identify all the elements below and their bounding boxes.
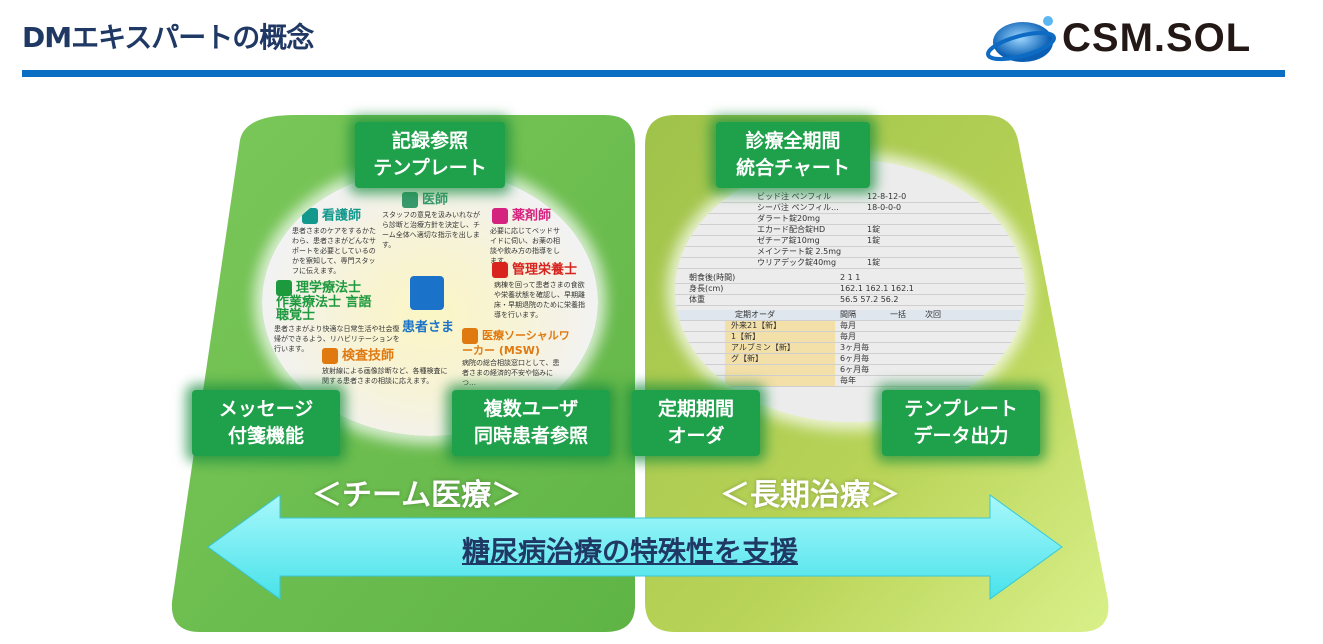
order-row: 外来21【新】毎月 (675, 321, 1025, 332)
logo-text: CSM.SOL (1062, 16, 1252, 60)
lab-tech-icon (322, 348, 338, 364)
team-care-illustration: 医師 スタッフの意見を汲みいれながら診断と治療方針を決定し、チーム全体へ適切な指… (262, 168, 598, 436)
chart-row: シーバ注 ペンフィル...18-0-0-0 (675, 203, 1025, 214)
chart-row: 朝食後(時間)2 1 1 (675, 273, 1025, 284)
role-desc: 放射線による画像診断など、各種検査に関する患者さまの相談に応えます。 (322, 367, 448, 385)
role-desc: 患者さまがより快適な日常生活や社会復帰ができるよう、リハビリテーションを行います… (274, 325, 400, 353)
order-row: 毎年 (675, 376, 1025, 387)
order-header: 定期オーダ間隔一括次回 (675, 310, 1025, 321)
feature-record-template: 記録参照テンプレート (355, 122, 505, 188)
chart-row: ダラート錠20mg (675, 214, 1025, 225)
patient-label: 患者さま (402, 320, 455, 335)
role-msw: 医療ソーシャルワーカー (MSW) (462, 328, 570, 357)
double-arrow (207, 494, 1063, 600)
role-desc: 必要に応じてベッドサイドに伺い、お薬の相談や飲み方の指導をします。 (490, 227, 560, 265)
therapist-icon (276, 280, 292, 296)
chart-row: メインテート錠 2.5mg (675, 247, 1025, 258)
feature-periodic-order: 定期期間オーダ (632, 390, 760, 456)
order-row: アルブミン【新】3ヶ月毎 (675, 343, 1025, 354)
role-pharmacist: 薬剤師 (492, 208, 551, 225)
pharmacist-icon (492, 208, 508, 224)
banner-text: 糖尿病治療の特殊性を支援 (461, 535, 798, 568)
title-rule (22, 70, 1285, 77)
order-row: 6ヶ月毎 (675, 365, 1025, 376)
role-nurse: 看護師 (302, 208, 361, 225)
role-desc: 患者さまのケアをするかたわら、患者さまがどんなサポートを必要としているのかを察知… (292, 227, 376, 275)
role-doctor: 医師 (402, 192, 448, 209)
order-row: グ【新】6ヶ月毎 (675, 354, 1025, 365)
nurse-icon (302, 208, 318, 224)
company-logo (986, 16, 1056, 62)
role-lab-tech: 検査技師 (322, 348, 394, 365)
doctor-icon (402, 192, 418, 208)
role-dietitian: 管理栄養士 (492, 262, 577, 279)
feature-message-sticky: メッセージ付箋機能 (192, 390, 340, 456)
team-care-heading: ＜チーム医療＞ (312, 478, 522, 513)
role-desc: 病院の総合相談窓口として、患者さまの経済的不安や悩みにつ… (462, 359, 560, 387)
order-row: 1【新】毎月 (675, 332, 1025, 343)
role-desc: スタッフの意見を汲みいれながら診断と治療方針を決定し、チーム全体へ適切な指示を出… (382, 211, 480, 249)
patient-icon (410, 276, 444, 310)
feature-integrated-chart: 診療全期間統合チャート (716, 122, 870, 188)
dietitian-icon (492, 262, 508, 278)
feature-multi-user: 複数ユーザ同時患者参照 (452, 390, 610, 456)
long-term-heading: ＜長期治療＞ (720, 478, 900, 513)
role-therapist: 理学療法士 作業療法士 言語聴覚士 (276, 280, 372, 323)
feature-template-export: テンプレートデータ出力 (882, 390, 1040, 456)
role-desc: 病棟を回って患者さまの食欲や栄養状態を確認し、早期離床・早期退院のために栄養指導… (494, 281, 585, 319)
msw-icon (462, 328, 478, 344)
page-title: DMエキスパートの概念 (22, 21, 314, 54)
chart-row: 身長(cm)162.1 162.1 162.1 (675, 284, 1025, 295)
